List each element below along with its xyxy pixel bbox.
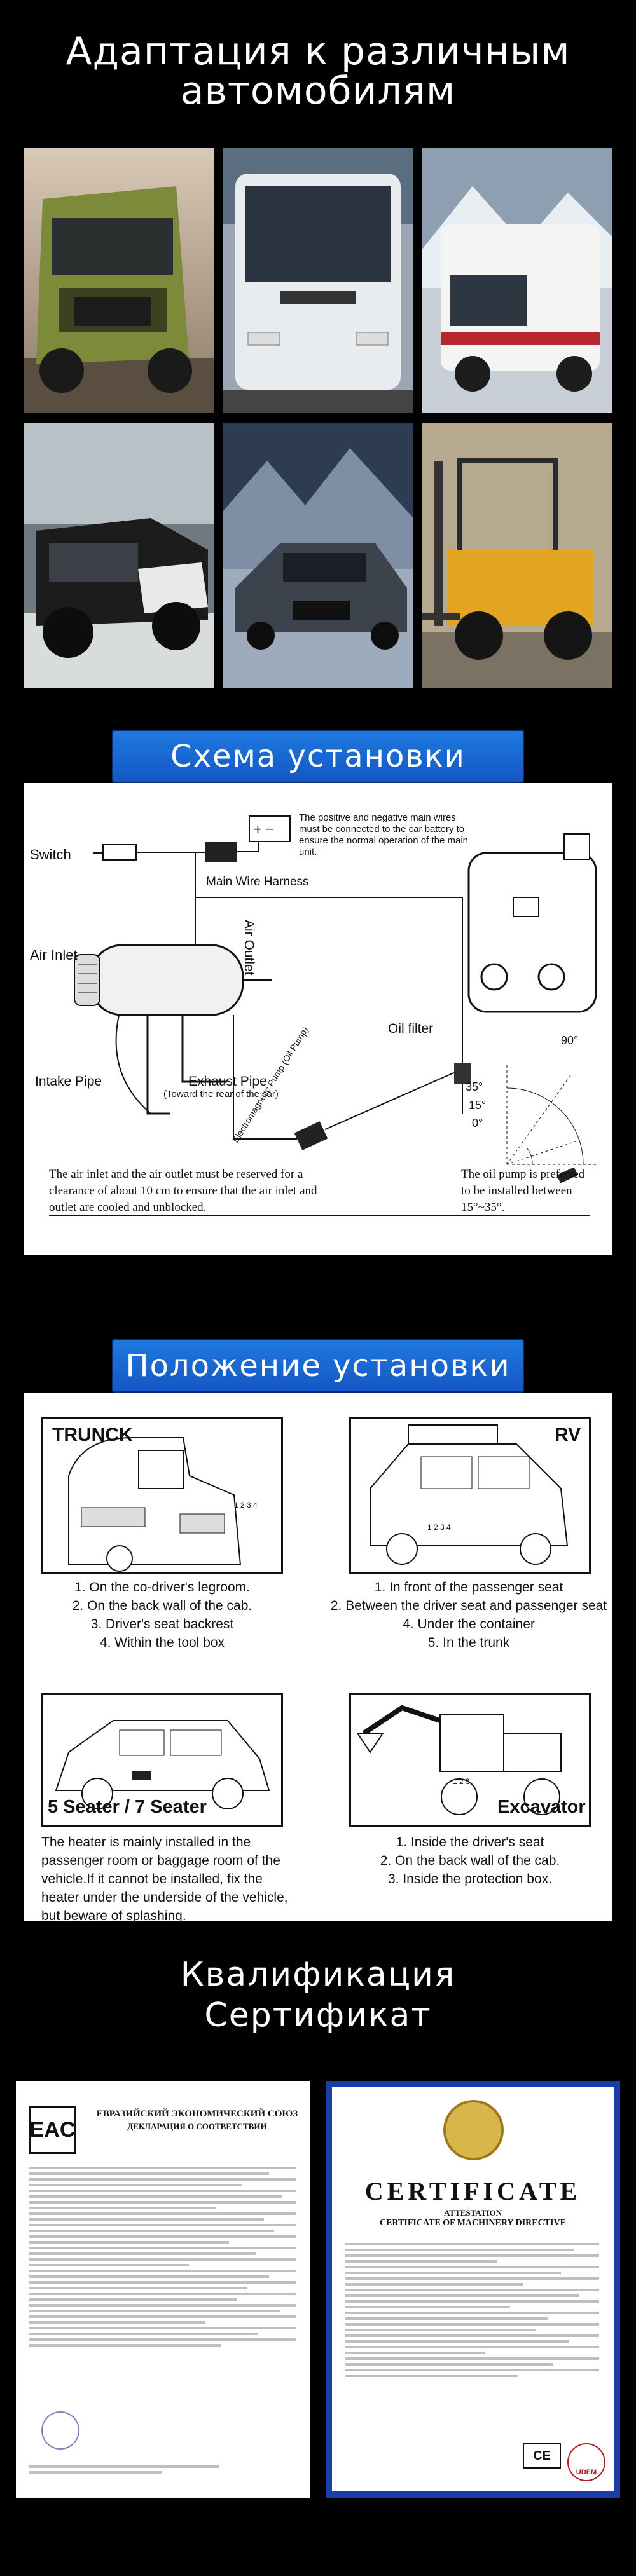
- truck-box: 1 2 3 4: [41, 1417, 283, 1574]
- truck-item: 3. Driver's seat backrest: [90, 1617, 234, 1632]
- install-scheme-banner: Схема установки: [112, 730, 524, 783]
- rv-list: 1. In front of the passenger seat 2. Bet…: [329, 1578, 609, 1652]
- rv-item: 5. In the trunk: [427, 1635, 510, 1650]
- install-position-banner: Положение установки: [112, 1339, 524, 1393]
- vehicles-title: Адаптация к различным автомобилям: [0, 32, 636, 111]
- truck-heading: TRUNCK: [52, 1424, 133, 1445]
- udem-logo: UDEM: [567, 2443, 605, 2481]
- angle-35-label: 35°: [466, 1080, 483, 1093]
- eac-subheader: ДЕКЛАРАЦИЯ О СООТВЕТСТВИИ: [127, 2122, 267, 2131]
- certificate-title: Квалификация Сертификат: [0, 1954, 636, 2036]
- eac-header: ЕВРАЗИЙСКИЙ ЭКОНОМИЧЕСКИЙ СОЮЗ: [96, 2109, 298, 2119]
- truck-photo: [24, 148, 214, 413]
- air-outlet-label: Air Outlet: [242, 920, 256, 976]
- truck-item: 4. Within the tool box: [99, 1635, 225, 1650]
- bus-photo: [223, 148, 413, 413]
- exhaust-note: (Toward the rear of the car): [163, 1089, 279, 1100]
- vehicle-photo-grid: [24, 148, 612, 688]
- excavator-drawing: 1 2 3: [356, 1705, 562, 1815]
- angle-90-label: 90°: [561, 1034, 579, 1047]
- excavator-item: 3. Inside the protection box.: [388, 1872, 552, 1886]
- ce-mark-icon: CE: [523, 2443, 561, 2469]
- truck-drawing: 1 2 3 4: [68, 1437, 258, 1572]
- eac-body-text: [29, 2164, 296, 2350]
- vehicles-title-line1: Адаптация к различным: [66, 29, 570, 74]
- certificate-title-line2: Сертификат: [204, 1996, 432, 2034]
- eac-logo: EAC: [29, 2106, 76, 2154]
- truck-item: 2. On the back wall of the cab.: [72, 1598, 252, 1613]
- seater-heading: 5 Seater / 7 Seater: [48, 1797, 207, 1817]
- certificate-title-line1: Квалификация: [180, 1956, 456, 1994]
- rv-heading: RV: [555, 1424, 581, 1445]
- eac-footer-text: [29, 2462, 219, 2477]
- svg-text:1 2 3: 1 2 3: [453, 1777, 470, 1786]
- svg-text:1 2 3 4: 1 2 3 4: [427, 1523, 451, 1532]
- forklift-photo: [422, 423, 612, 688]
- rv-item: 2. Between the driver seat and passenger…: [330, 1598, 607, 1613]
- udem-attestation: ATTESTATION: [443, 2208, 502, 2218]
- vehicles-title-line2: автомобилям: [180, 69, 456, 113]
- truck-item: 1. On the co-driver's legroom.: [74, 1580, 250, 1595]
- air-inlet-label: Air Inlet: [30, 947, 78, 963]
- scheme-drawing: + −: [49, 815, 597, 1216]
- oil-filter-label: Oil filter: [388, 1021, 434, 1036]
- svg-text:+ −: + −: [254, 821, 274, 837]
- seater-box: [41, 1693, 283, 1827]
- rv-photo: [422, 148, 612, 413]
- excavator-item: 2. On the back wall of the cab.: [380, 1853, 560, 1868]
- switch-label: Switch: [30, 847, 71, 862]
- suv-photo: [223, 423, 413, 688]
- main-wire-harness-label: Main Wire Harness: [206, 875, 309, 889]
- seater-text: The heater is mainly installed in the pa…: [41, 1835, 288, 1921]
- udem-title: CERTIFICATE: [364, 2177, 581, 2205]
- eac-declaration: EAC ЕВРАЗИЙСКИЙ ЭКОНОМИЧЕСКИЙ СОЮЗ ДЕКЛА…: [16, 2081, 310, 2498]
- rv-item: 4. Under the container: [403, 1617, 535, 1632]
- intake-pipe-label: Intake Pipe: [35, 1074, 102, 1089]
- eac-stamp: [41, 2411, 80, 2450]
- udem-seal-icon: [443, 2100, 504, 2160]
- scheme-note-left: The air inlet and the air outlet must be…: [49, 1168, 317, 1214]
- excavator-item: 1. Inside the driver's seat: [396, 1835, 544, 1850]
- battery-note: The positive and negative main wires mus…: [299, 812, 468, 857]
- rv-item: 1. In front of the passenger seat: [374, 1580, 563, 1595]
- rv-box: 1 2 3 4: [349, 1417, 591, 1574]
- angle-0-label: 0°: [472, 1117, 483, 1129]
- pickup-photo: [24, 423, 214, 688]
- install-position-diagram: 1 2 3 4 TRUNCK 1. On the co-driver's leg…: [24, 1393, 612, 1921]
- install-scheme-diagram: + −: [24, 783, 612, 1255]
- truck-list: 1. On the co-driver's legroom. 2. On the…: [41, 1578, 283, 1652]
- seater-drawing: [55, 1720, 270, 1809]
- excavator-heading: Excavator: [497, 1797, 586, 1817]
- svg-text:1 2 3 4: 1 2 3 4: [234, 1501, 258, 1509]
- rv-drawing: 1 2 3 4: [370, 1424, 569, 1565]
- udem-certificate: CERTIFICATE ATTESTATION CERTIFICATE OF M…: [326, 2081, 620, 2498]
- udem-body-text: [345, 2240, 599, 2380]
- excavator-box: 1 2 3: [349, 1693, 591, 1827]
- udem-subtitle: CERTIFICATE OF MACHINERY DIRECTIVE: [380, 2218, 566, 2228]
- exhaust-pipe-label: Exhaust Pipe: [188, 1074, 267, 1089]
- scheme-note-right: The oil pump is preferred to be installe…: [461, 1168, 585, 1214]
- angle-15-label: 15°: [469, 1099, 487, 1112]
- excavator-list: 1. Inside the driver's seat 2. On the ba…: [349, 1833, 591, 1888]
